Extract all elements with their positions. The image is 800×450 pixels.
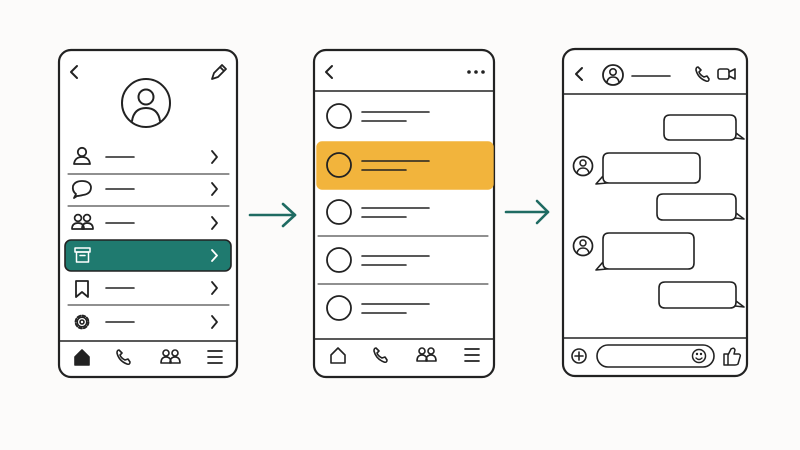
phone-frame: [561, 47, 749, 378]
message-bubble-incoming: [572, 232, 695, 271]
list-item[interactable]: [326, 247, 430, 273]
chevron-right-icon: [211, 150, 218, 164]
chevron-right-icon: [211, 281, 218, 295]
group-icon[interactable]: [416, 347, 437, 362]
message-input[interactable]: [596, 344, 715, 368]
chevron-right-icon: [211, 216, 218, 230]
list-item[interactable]: [326, 103, 430, 129]
avatar: [326, 152, 352, 178]
home-icon[interactable]: [330, 347, 346, 364]
menu-item[interactable]: [71, 213, 218, 230]
group-icon[interactable]: [160, 349, 181, 364]
user-avatar-icon: [572, 155, 594, 177]
tab-bar: [74, 349, 223, 366]
phone-icon[interactable]: [373, 347, 388, 364]
selected-highlight: [64, 239, 232, 272]
message-bubble-incoming: [572, 152, 701, 185]
row-highlight: [316, 141, 494, 190]
chevron-right-icon: [211, 249, 218, 262]
user-avatar-icon: [572, 235, 594, 257]
chevron-right-icon: [211, 182, 218, 196]
list-item[interactable]: [326, 199, 430, 225]
user-avatar-icon: [121, 78, 171, 128]
phone-screen-chat: [561, 47, 749, 378]
tab-bar: [330, 347, 480, 364]
menu-icon[interactable]: [464, 348, 480, 362]
bookmark-icon: [75, 280, 89, 298]
phone-icon[interactable]: [116, 349, 131, 366]
list-item[interactable]: [326, 295, 430, 321]
chat-bubble-icon: [71, 180, 92, 199]
message-bubble-outgoing: [663, 114, 745, 141]
menu-item[interactable]: [71, 180, 218, 199]
arrow-right-icon: [248, 202, 297, 228]
phone-screen-profile: [57, 48, 239, 379]
chevron-left-icon[interactable]: [575, 67, 583, 81]
menu-item[interactable]: [74, 314, 218, 330]
gear-icon: [74, 314, 90, 330]
chevron-left-icon[interactable]: [70, 65, 78, 79]
avatar: [326, 103, 352, 129]
avatar: [326, 247, 352, 273]
person-icon: [73, 146, 91, 165]
message-bubble-outgoing: [656, 193, 745, 221]
phone-icon[interactable]: [695, 66, 710, 83]
list-item-highlighted[interactable]: [316, 141, 494, 190]
chevron-right-icon: [211, 315, 218, 329]
more-horizontal-icon[interactable]: [467, 70, 485, 74]
group-icon: [71, 213, 94, 230]
menu-item[interactable]: [73, 146, 218, 165]
pencil-icon[interactable]: [211, 64, 227, 80]
smiley-icon[interactable]: [691, 348, 707, 364]
user-avatar-icon[interactable]: [602, 64, 624, 86]
chevron-left-icon[interactable]: [325, 65, 333, 79]
arrow-right-icon: [504, 199, 550, 225]
video-camera-icon[interactable]: [717, 68, 736, 80]
avatar: [326, 295, 352, 321]
phone-frame: [312, 48, 496, 379]
archive-box-icon: [74, 247, 91, 263]
home-icon[interactable]: [74, 349, 90, 366]
phone-frame: [57, 48, 239, 379]
phone-screen-list: [312, 48, 496, 379]
thumbs-up-icon[interactable]: [723, 347, 742, 366]
menu-item[interactable]: [75, 280, 218, 298]
message-bubble-outgoing: [658, 281, 745, 309]
menu-icon[interactable]: [207, 350, 223, 364]
avatar: [326, 199, 352, 225]
menu-item-selected[interactable]: [64, 239, 232, 272]
plus-circle-icon[interactable]: [571, 348, 587, 364]
